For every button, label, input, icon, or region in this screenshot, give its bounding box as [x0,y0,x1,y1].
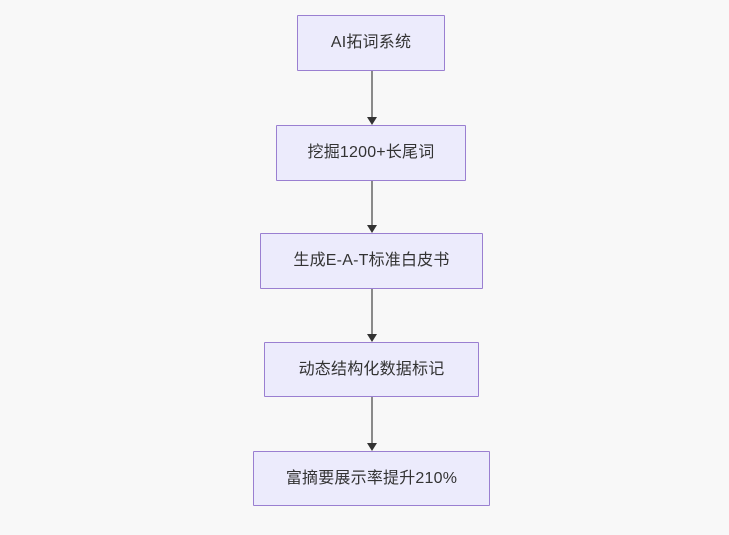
edge-n1-to-n2 [367,71,377,125]
flow-node-label: 富摘要展示率提升210% [285,469,458,487]
edge-line [371,397,373,444]
flow-node-label: 动态结构化数据标记 [298,360,445,378]
flow-node-label: AI拓词系统 [330,34,412,52]
arrowhead-down-icon [367,334,377,342]
edge-line [371,289,373,335]
flow-node-n1[interactable]: AI拓词系统 [297,15,445,71]
arrowhead-down-icon [367,117,377,125]
edge-n4-to-n5 [367,397,377,451]
flow-node-n2[interactable]: 挖掘1200+长尾词 [276,125,466,181]
flow-node-n4[interactable]: 动态结构化数据标记 [264,342,479,397]
edge-n3-to-n4 [367,289,377,342]
arrowhead-down-icon [367,225,377,233]
arrowhead-down-icon [367,443,377,451]
edge-n2-to-n3 [367,181,377,233]
edge-line [371,181,373,226]
flow-node-label: 挖掘1200+长尾词 [307,144,435,162]
flow-node-label: 生成E-A-T标准白皮书 [293,252,450,270]
flow-node-n3[interactable]: 生成E-A-T标准白皮书 [260,233,483,289]
flow-node-n5[interactable]: 富摘要展示率提升210% [253,451,490,506]
edge-line [371,71,373,118]
